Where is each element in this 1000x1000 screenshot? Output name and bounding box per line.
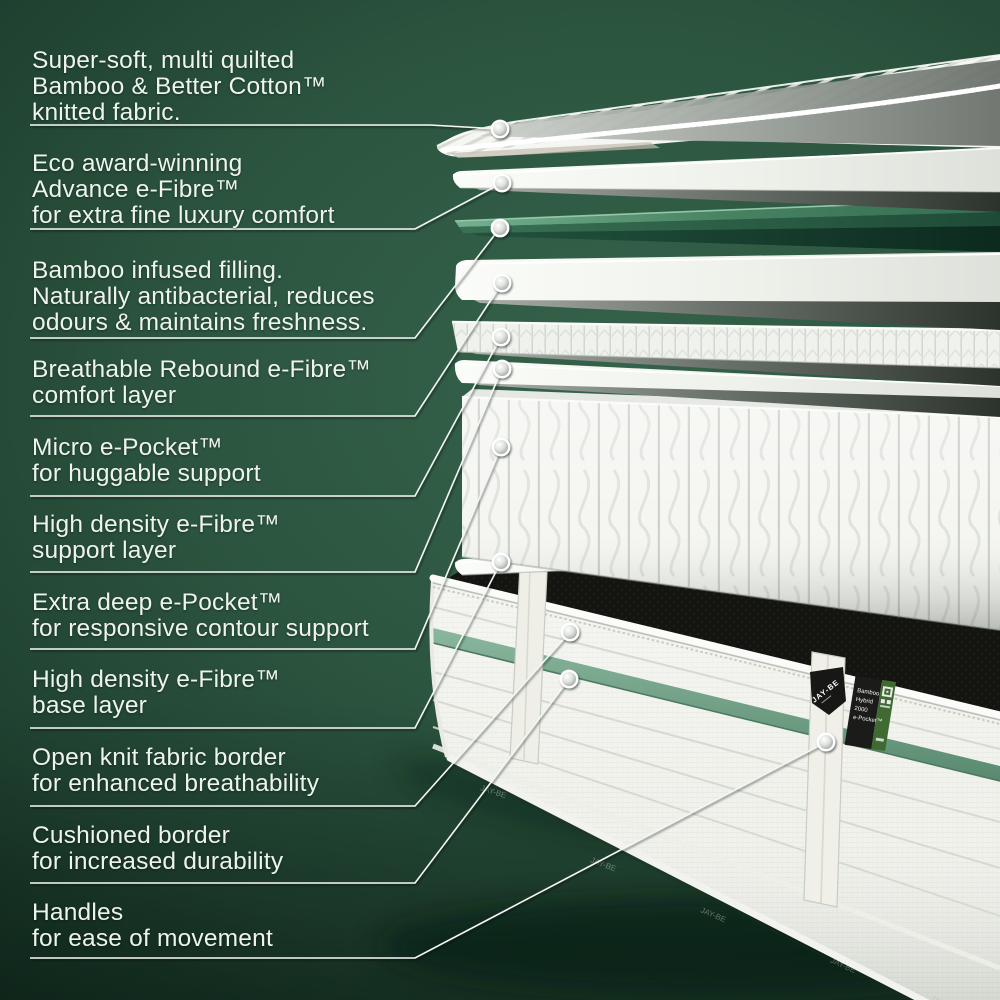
callout-line: odours & maintains freshness.: [32, 309, 368, 336]
callout-micro-epocket: Micro e-Pocket™ for huggable support: [32, 435, 261, 487]
callout-base-layer: High density e-Fibre™ base layer: [32, 667, 280, 719]
callout-line: Advance e-Fibre™: [32, 176, 240, 203]
callout-leader-lines: [30, 124, 827, 959]
callout-line: Micro e-Pocket™: [32, 434, 223, 461]
callout-line: support layer: [32, 537, 177, 564]
callout-line: for extra fine luxury comfort: [32, 202, 335, 229]
marker-base-efibre: [491, 552, 511, 572]
product-tag-text: Bamboo Hybrid 2000 e-Pocket™: [852, 688, 882, 726]
marker-support-efibre: [492, 359, 512, 379]
callout-line: base layer: [32, 692, 148, 719]
brand-tag: JAY-BE: [810, 667, 846, 715]
callout-open-knit-border: Open knit fabric border for enhanced bre…: [32, 745, 319, 797]
callout-rebound-comfort: Breathable Rebound e-Fibre™ comfort laye…: [32, 357, 371, 409]
callout-line: Breathable Rebound e-Fibre™: [32, 356, 372, 383]
marker-rebound-efibre: [492, 273, 512, 293]
marker-extra-deep-epocket: [491, 437, 511, 457]
layer-extra-deep-epocket: [461, 389, 1000, 631]
marker-quilted-cover: [490, 119, 510, 139]
callout-line: Bamboo infused filling.: [32, 257, 284, 284]
callout-line: for increased durability: [32, 848, 284, 875]
callout-line: High density e-Fibre™: [32, 666, 280, 693]
callout-line: Super-soft, multi quilted: [32, 47, 295, 74]
marker-bamboo-filling: [490, 218, 510, 238]
layer-rebound-efibre: [455, 252, 1000, 330]
callout-line: Cushioned border: [32, 822, 230, 849]
callout-extra-deep-epocket: Extra deep e-Pocket™ for responsive cont…: [32, 590, 369, 642]
layer-micro-epocket: [451, 320, 1000, 386]
svg-text:Bamboo: Bamboo: [857, 688, 881, 698]
callout-advance-efibre: Eco award-winning Advance e-Fibre™ for e…: [32, 151, 335, 229]
callout-cushioned-border: Cushioned border for increased durabilit…: [32, 823, 283, 875]
callout-line: Naturally antibacterial, reduces: [32, 283, 375, 310]
callout-markers: [490, 119, 836, 752]
callout-line: Eco award-winning: [32, 150, 243, 177]
qr-code: [879, 686, 894, 709]
marker-open-knit-border: [560, 622, 580, 642]
product-tag: Bamboo Hybrid 2000 e-Pocket™: [844, 675, 897, 752]
svg-text:e-Pocket™: e-Pocket™: [852, 714, 882, 726]
handle-strap-right: [803, 651, 846, 908]
callout-handles: Handles for ease of movement: [32, 900, 273, 952]
layer-support-efibre-sheet: [454, 360, 1000, 417]
layer-advance-efibre: [452, 147, 1000, 212]
marker-cushioned-border: [559, 669, 579, 689]
callout-line: High density e-Fibre™: [32, 511, 280, 538]
marker-handle: [816, 732, 836, 752]
callout-line: Bamboo & Better Cotton™: [32, 73, 327, 100]
callout-line: Extra deep e-Pocket™: [32, 589, 283, 616]
callout-support-layer: High density e-Fibre™ support layer: [32, 512, 280, 564]
callout-line: Handles: [32, 899, 124, 926]
svg-text:Hybrid: Hybrid: [855, 697, 873, 706]
callout-quilted-cover: Super-soft, multi quilted Bamboo & Bette…: [32, 48, 327, 126]
layer-quilted-cover: [436, 54, 1000, 158]
svg-text:2000: 2000: [854, 706, 869, 714]
callout-line: for responsive contour support: [32, 615, 369, 642]
callout-bamboo-filling: Bamboo infused filling. Naturally antiba…: [32, 258, 375, 336]
marker-micro-epocket: [491, 327, 511, 347]
callout-line: for ease of movement: [32, 925, 273, 952]
callout-line: for enhanced breathability: [32, 770, 320, 797]
callout-line: for huggable support: [32, 460, 261, 487]
callout-line: Open knit fabric border: [32, 744, 286, 771]
marker-advance-efibre: [492, 173, 512, 193]
callout-line: comfort layer: [32, 382, 177, 409]
callout-line: knitted fabric.: [32, 99, 181, 126]
